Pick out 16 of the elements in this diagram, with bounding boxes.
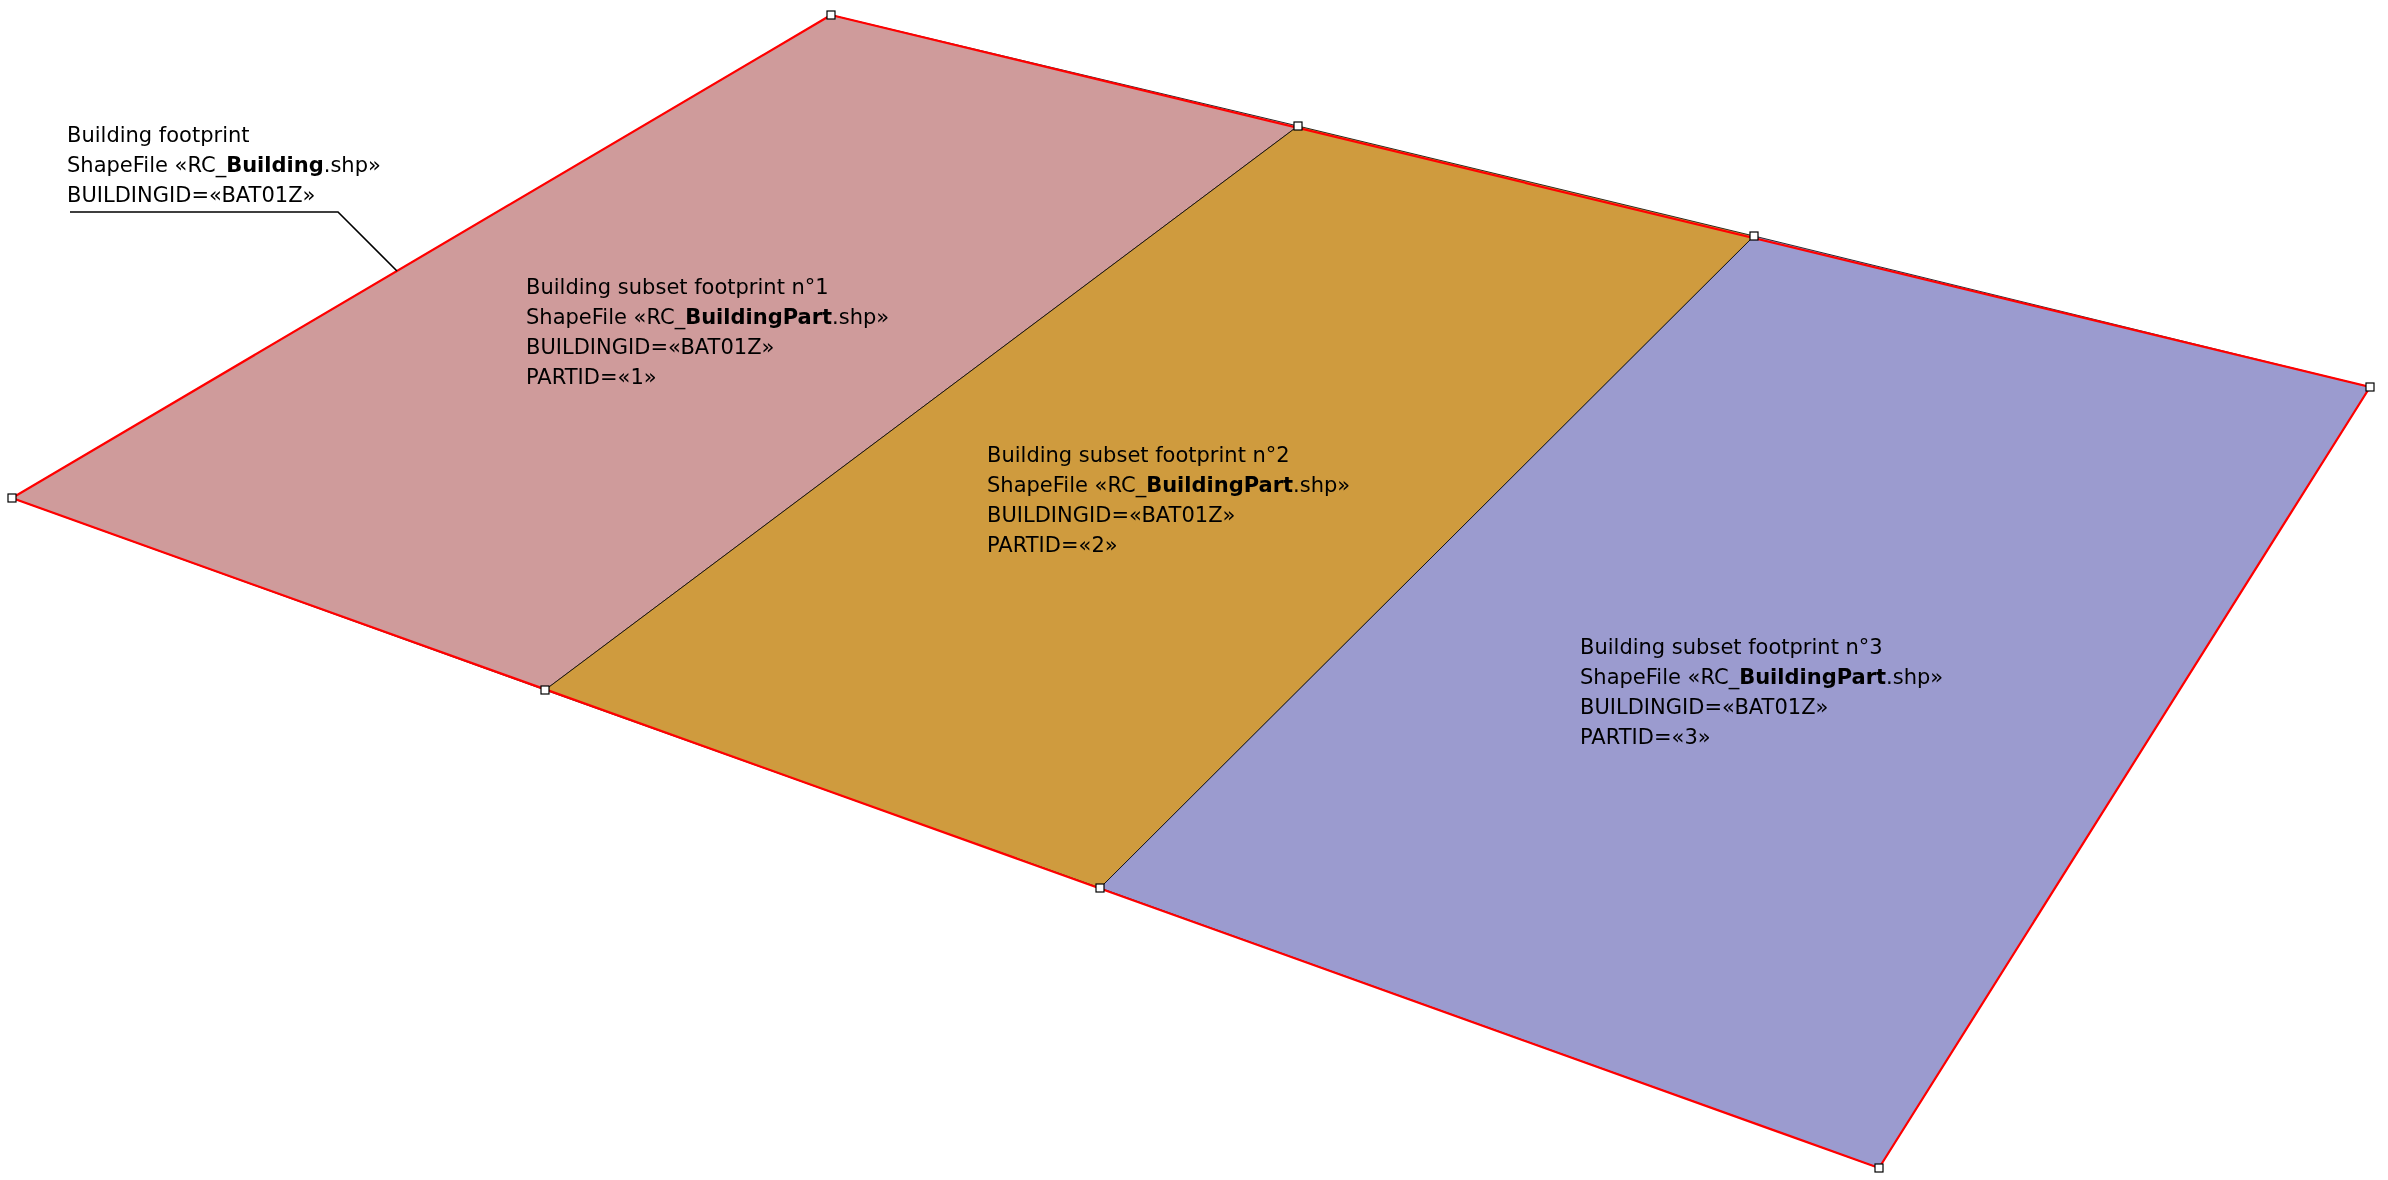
label-text: ShapeFile «RC_BuildingPart.shp» — [1580, 664, 1944, 692]
label-text: Building subset footprint n°3 — [1580, 634, 1883, 661]
label-text: ShapeFile «RC_Building.shp» — [67, 152, 381, 180]
label-text: ShapeFile «RC_BuildingPart.shp» — [987, 472, 1351, 500]
label-text: Building subset footprint n°2 — [987, 442, 1290, 469]
label-text: Building subset footprint n°1 — [526, 274, 829, 301]
label-text: BUILDINGID=«BAT01Z» — [1580, 694, 1829, 721]
label-text: PARTID=«1» — [526, 364, 657, 391]
label-text: BUILDINGID=«BAT01Z» — [526, 334, 775, 361]
label-text: BUILDINGID=«BAT01Z» — [67, 182, 316, 209]
label-text: ShapeFile «RC_BuildingPart.shp» — [526, 304, 890, 332]
label-text: BUILDINGID=«BAT01Z» — [987, 502, 1236, 529]
label-text: PARTID=«2» — [987, 532, 1118, 559]
leader-line — [69, 211, 398, 272]
label-text: PARTID=«3» — [1580, 724, 1711, 751]
label-text: Building footprint — [67, 122, 250, 149]
